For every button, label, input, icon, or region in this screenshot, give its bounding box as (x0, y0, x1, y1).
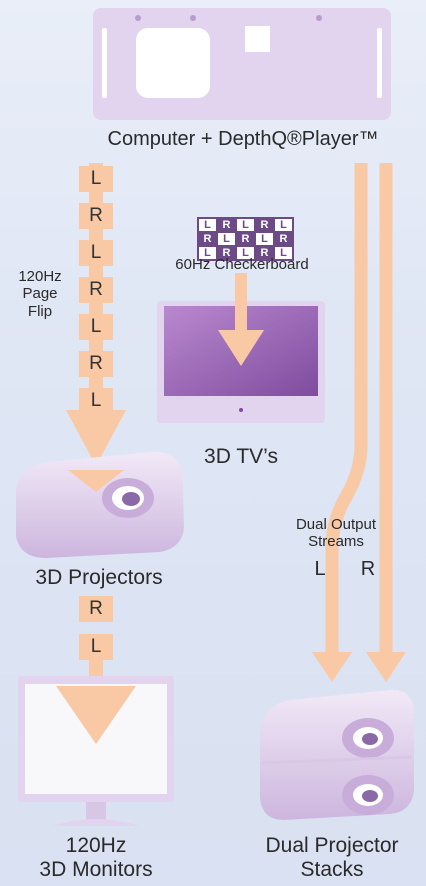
checker-cell: R (199, 233, 216, 245)
checker-cell: R (237, 233, 254, 245)
page-flip-frame: L (79, 314, 113, 340)
checker-cell: R (256, 247, 273, 259)
monitor-device (18, 676, 174, 826)
stacks-label: Dual Projector Stacks (248, 834, 416, 882)
stream-r-label: R (360, 558, 376, 580)
checker-cell: R (275, 233, 292, 245)
checkerboard-pattern: L R L R L R L R L R L R L R L (197, 217, 294, 261)
checker-cell: L (275, 219, 292, 231)
page-flip-frame: R (79, 351, 113, 377)
checker-cell: R (218, 219, 235, 231)
tv-label: 3D TV’s (204, 445, 278, 468)
checker-cell: L (237, 219, 254, 231)
monitors-label-line1: 120Hz (65, 834, 127, 857)
computer-label: Computer + DepthQ®Player™ (107, 128, 379, 150)
checker-cell: L (275, 247, 292, 259)
page-flip-frame: L (79, 240, 113, 266)
page-flip-frame: R (79, 203, 113, 229)
page-flip-label: 120Hz Page Flip (18, 268, 62, 320)
dual-streams-label: Dual Output Streams (295, 516, 377, 551)
stream-l-line (325, 163, 368, 652)
projectors-label: 3D Projectors (35, 566, 163, 589)
checker-cell: R (218, 247, 235, 259)
checker-cell: L (237, 247, 254, 259)
checker-cell: R (256, 219, 273, 231)
projector-device (16, 451, 184, 558)
stacks-label-line2: Stacks (300, 858, 364, 882)
projector-stack-device (260, 689, 414, 820)
stacks-label-line1: Dual Projector (265, 834, 399, 857)
monitor-frame: R (79, 596, 113, 622)
page-flip-frame: L (79, 388, 113, 414)
checker-cell: L (199, 247, 216, 259)
page-flip-frame: L (79, 166, 113, 192)
checker-cell: L (218, 233, 235, 245)
stream-l-label: L (314, 558, 326, 580)
monitors-label: 120Hz 3D Monitors (20, 834, 172, 882)
checkerboard-label: 60Hz Checkerboard (175, 256, 309, 273)
monitors-label-line2: 3D Monitors (39, 858, 153, 882)
page-flip-frame: R (79, 277, 113, 303)
checker-cell: L (256, 233, 273, 245)
monitor-frame: L (79, 634, 113, 660)
checker-cell: L (199, 219, 216, 231)
computer-device (93, 8, 391, 120)
